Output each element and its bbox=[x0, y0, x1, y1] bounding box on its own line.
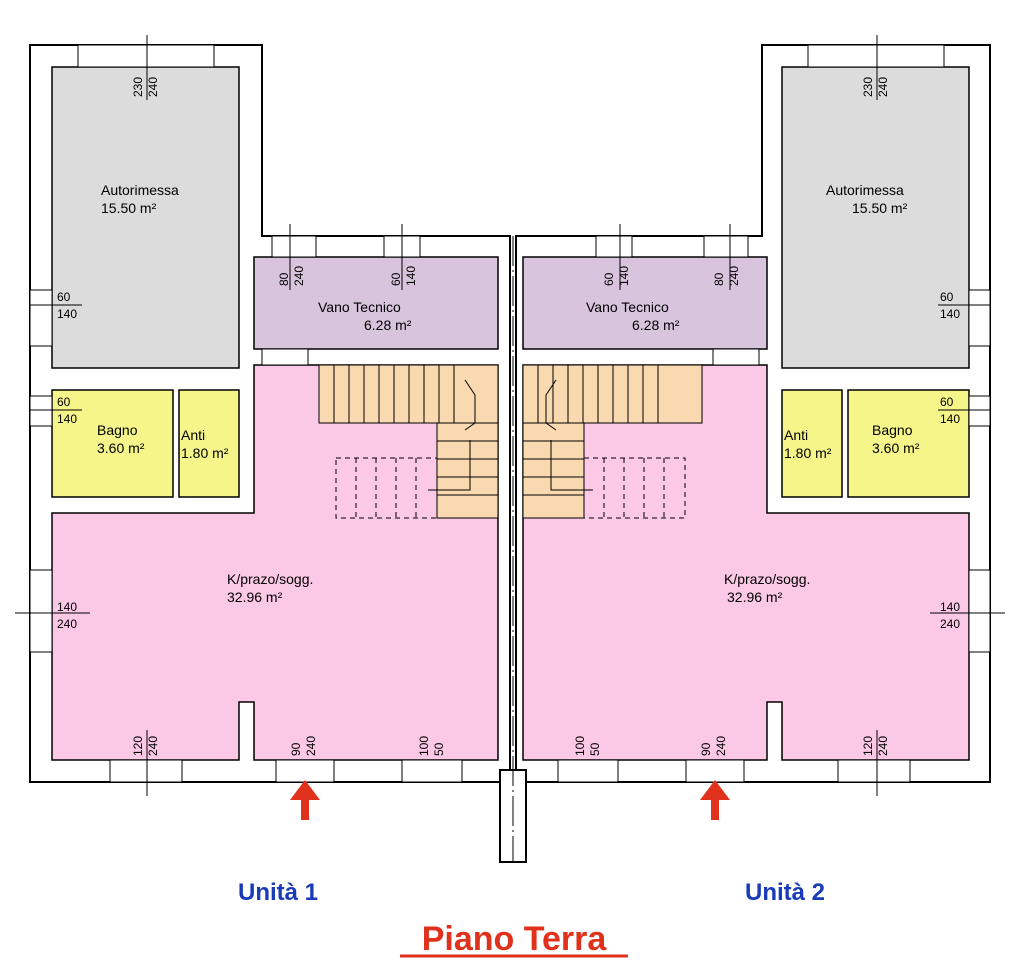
dim-u1-garage-side-a: 60 bbox=[57, 290, 71, 304]
unit-1-entrance-door bbox=[275, 759, 335, 783]
dim-u1-tech-a-2: 240 bbox=[292, 266, 306, 286]
dim-u2-garage-side-a: 60 bbox=[940, 290, 954, 304]
unit-1-living-area: 32.96 m² bbox=[227, 589, 283, 605]
dim-u2-door-2: 240 bbox=[714, 736, 728, 756]
dim-u1-living-a: 140 bbox=[57, 600, 77, 614]
unit-2-anti-name: Anti bbox=[784, 427, 808, 443]
unit-2-rooms bbox=[522, 66, 970, 761]
entrance-arrows bbox=[290, 780, 730, 820]
unit-1-label: Unità 1 bbox=[238, 879, 318, 906]
unit-1-antibath bbox=[178, 389, 240, 498]
unit-1-anti-area: 1.80 m² bbox=[181, 445, 229, 461]
unit-1-entrance-arrow-icon bbox=[290, 780, 320, 820]
unit-2-label: Unità 2 bbox=[745, 879, 825, 906]
dim-u2-garage-top-a: 230 bbox=[861, 77, 875, 97]
dim-u1-tech-b-2: 140 bbox=[404, 266, 418, 286]
unit-2-antibath bbox=[781, 389, 843, 498]
unit-1-technical-room bbox=[253, 256, 499, 350]
dim-u2-garage-top-b: 240 bbox=[876, 77, 890, 97]
unit-2-anti-area: 1.80 m² bbox=[784, 445, 832, 461]
dim-u2-bottom-a-2: 50 bbox=[588, 742, 602, 756]
unit-2-labels: Autorimessa 15.50 m² Vano Tecnico 6.28 m… bbox=[586, 182, 920, 605]
unit-2-stairs bbox=[522, 364, 703, 519]
unit-1-labels: Autorimessa 15.50 m² Vano Tecnico 6.28 m… bbox=[97, 182, 412, 605]
dim-u1-garage-top-a: 230 bbox=[131, 77, 145, 97]
dim-u1-bottom-a-2: 240 bbox=[146, 736, 160, 756]
unit-1-anti-name: Anti bbox=[181, 427, 205, 443]
unit-1-dimensions: 230 240 60 140 80 240 60 140 60 140 140 … bbox=[57, 77, 446, 756]
unit-2-living-name: K/prazo/sogg. bbox=[724, 571, 810, 587]
unit-2-entrance-arrow-icon bbox=[700, 780, 730, 820]
dim-u2-bath-b: 140 bbox=[940, 412, 960, 426]
unit-1-stairs bbox=[318, 364, 499, 519]
unit-1-living-name: K/prazo/sogg. bbox=[227, 571, 313, 587]
unit-1-bathroom bbox=[51, 389, 174, 498]
dim-u1-bottom-a-1: 120 bbox=[131, 736, 145, 756]
dim-u1-door-2: 240 bbox=[304, 736, 318, 756]
windows bbox=[29, 44, 991, 783]
unit-1-bath-name: Bagno bbox=[97, 422, 138, 438]
unit-2-technical-name: Vano Tecnico bbox=[586, 299, 669, 315]
dim-u2-garage-side-b: 140 bbox=[940, 307, 960, 321]
unit-1-garage-name: Autorimessa bbox=[101, 182, 179, 198]
dim-u2-tech-a-2: 140 bbox=[617, 266, 631, 286]
dim-u2-living-b: 240 bbox=[940, 617, 960, 631]
unit-1-technical-name: Vano Tecnico bbox=[318, 299, 401, 315]
dim-u2-living-a: 140 bbox=[940, 600, 960, 614]
unit-2-bath-name: Bagno bbox=[872, 422, 913, 438]
unit-1-living-room bbox=[51, 364, 499, 761]
dim-u1-door-1: 90 bbox=[289, 742, 303, 756]
unit-2-entrance-door bbox=[685, 759, 745, 783]
dim-u2-tech-b-1: 80 bbox=[712, 272, 726, 286]
dim-u1-bottom-b-2: 50 bbox=[432, 742, 446, 756]
dim-u2-bath-a: 60 bbox=[940, 395, 954, 409]
unit-1-garage-area: 15.50 m² bbox=[101, 200, 157, 216]
dim-u1-garage-top-b: 240 bbox=[146, 77, 160, 97]
unit-1-rooms bbox=[51, 66, 499, 761]
unit-2-dimensions: 230 240 60 140 60 140 80 240 60 140 140 … bbox=[573, 77, 960, 756]
unit-1-garage bbox=[51, 66, 240, 369]
unit-2-living-area: 32.96 m² bbox=[727, 589, 783, 605]
dim-u1-garage-side-b: 140 bbox=[57, 307, 77, 321]
dim-u1-tech-b-1: 60 bbox=[389, 272, 403, 286]
unit-2-garage bbox=[781, 66, 970, 369]
unit-2-technical-room bbox=[522, 256, 768, 350]
unit-1-technical-area: 6.28 m² bbox=[364, 317, 412, 333]
unit-2-garage-area: 15.50 m² bbox=[852, 200, 908, 216]
dim-u2-bottom-a-1: 100 bbox=[573, 736, 587, 756]
dim-u1-living-b: 240 bbox=[57, 617, 77, 631]
dim-u1-bath-b: 140 bbox=[57, 412, 77, 426]
unit-2-technical-area: 6.28 m² bbox=[632, 317, 680, 333]
unit-2-bath-area: 3.60 m² bbox=[872, 440, 920, 456]
dim-u2-door-1: 90 bbox=[699, 742, 713, 756]
unit-2-garage-name: Autorimessa bbox=[826, 182, 904, 198]
page-title: Piano Terra bbox=[422, 920, 608, 958]
dim-u1-tech-a-1: 80 bbox=[277, 272, 291, 286]
dim-u1-bath-a: 60 bbox=[57, 395, 71, 409]
dim-u1-bottom-b-1: 100 bbox=[417, 736, 431, 756]
unit-2-bathroom bbox=[847, 389, 970, 498]
dim-u2-tech-b-2: 240 bbox=[727, 266, 741, 286]
dim-u2-tech-a-1: 60 bbox=[602, 272, 616, 286]
dimension-lines bbox=[15, 35, 1005, 796]
unit-1-bath-area: 3.60 m² bbox=[97, 440, 145, 456]
dim-u2-bottom-b-2: 240 bbox=[876, 736, 890, 756]
dim-u2-bottom-b-1: 120 bbox=[861, 736, 875, 756]
